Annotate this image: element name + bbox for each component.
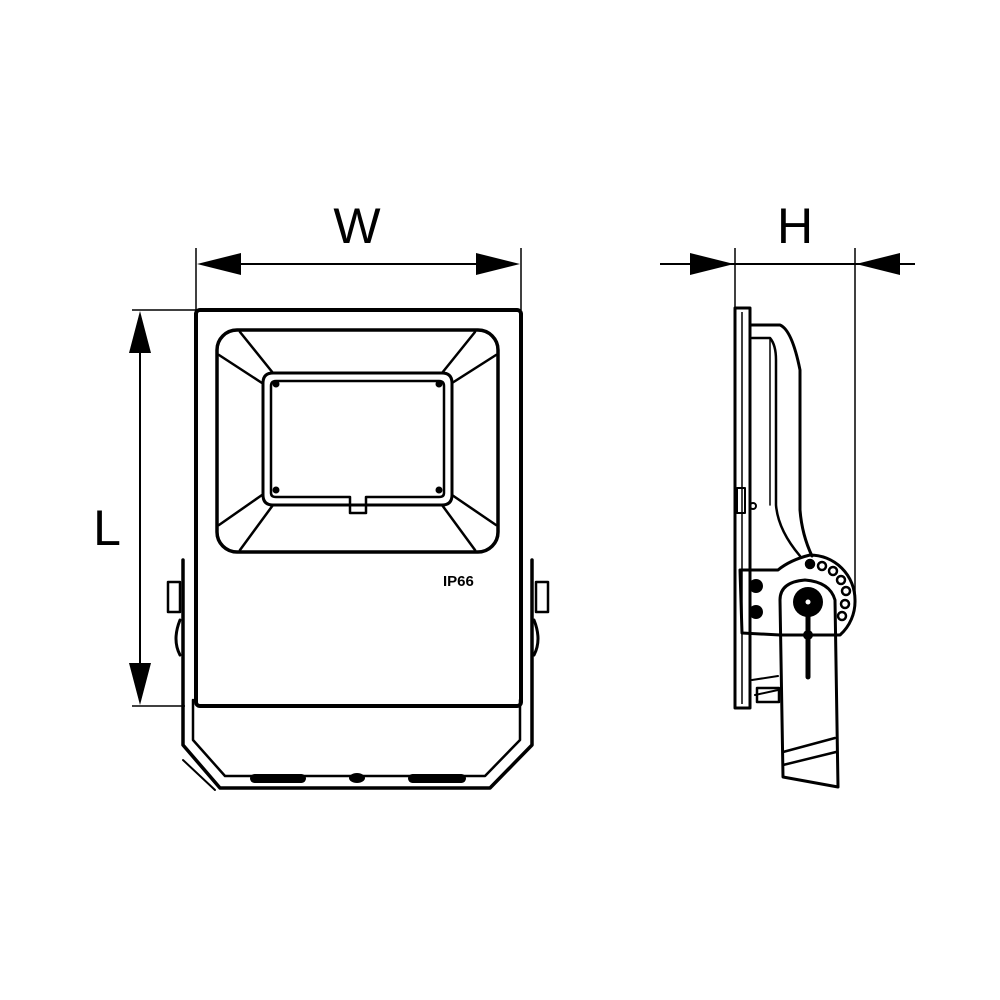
bracket-knob [166, 580, 182, 614]
height-label: H [777, 198, 813, 254]
tilt-adjust-holes [804, 558, 852, 622]
side-clip [736, 487, 746, 514]
slot-stop [803, 630, 813, 640]
led-module-outer [261, 371, 454, 507]
rear-housing [748, 323, 814, 558]
pivot-bolt-center [805, 599, 811, 605]
arrow-down-icon [129, 663, 151, 705]
length-dimension: L [93, 309, 196, 707]
rear-housing-inner [750, 336, 802, 558]
cable-gland-lines [751, 675, 779, 696]
arrow-right-icon [476, 253, 520, 275]
mounting-arm [778, 578, 840, 789]
hinge-plate [738, 553, 857, 637]
lens-bevel-lines [217, 330, 498, 552]
arrow-up-icon [129, 311, 151, 353]
screw-icon [435, 486, 443, 494]
width-label: W [333, 198, 381, 254]
screw-icon [435, 380, 443, 388]
bracket-slot [250, 774, 306, 783]
side-screw-icon [749, 502, 757, 510]
ip-rating-marking: IP66 [443, 573, 474, 590]
mounting-bracket [166, 558, 550, 791]
bracket-slot [408, 774, 466, 783]
bolt-icon [749, 579, 763, 593]
bracket-knob [534, 580, 550, 614]
bolt-icon [749, 605, 763, 619]
arrow-left-icon [197, 253, 241, 275]
screw-icon [272, 486, 280, 494]
arm-foot-lines [781, 736, 838, 767]
arrow-left-icon [856, 253, 900, 275]
housing-body [194, 308, 523, 708]
bracket-hole [349, 773, 365, 783]
side-view [733, 306, 857, 789]
cable-gland [755, 686, 781, 704]
screw-icon [272, 380, 280, 388]
arrow-right-icon [690, 253, 734, 275]
height-dimension: H [660, 198, 915, 600]
led-module-inner [269, 379, 446, 515]
width-dimension: W [195, 198, 522, 310]
length-label: L [93, 500, 121, 556]
lens-frame [215, 328, 500, 554]
front-view: IP66 [166, 308, 550, 791]
